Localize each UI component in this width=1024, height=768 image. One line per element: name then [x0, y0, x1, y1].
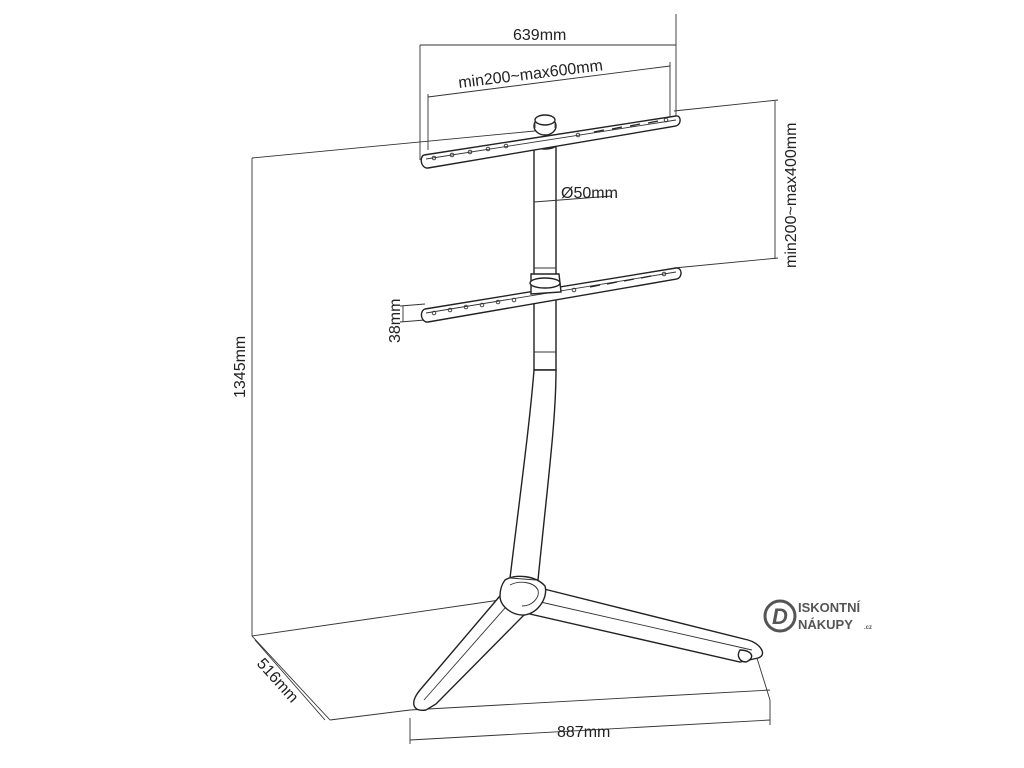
- vesa-horizontal-label: min200~max600mm: [457, 57, 603, 92]
- dimension-base-width: 887mm: [409, 700, 771, 744]
- dimension-bracket-width: 639mm: [419, 14, 677, 160]
- dimension-vesa-vertical: min200~max400mm: [673, 99, 800, 269]
- bracket-width-label: 639mm: [513, 27, 566, 44]
- pole: Ø50mm: [509, 140, 618, 581]
- perspective-envelope: [251, 129, 771, 721]
- dimension-total-height: 1345mm: [232, 336, 249, 398]
- arm-height-label: 38mm: [387, 299, 404, 343]
- total-height-label: 1345mm: [232, 336, 249, 398]
- lower-bracket: [420, 267, 682, 323]
- logo-line1: ISKONTNÍ: [798, 600, 861, 615]
- brand-logo: D ISKONTNÍ NÁKUPY .cz: [763, 599, 872, 633]
- logo-circle-icon: [763, 599, 797, 633]
- dimension-base-depth: 516mm: [253, 639, 326, 721]
- base-width-label: 887mm: [557, 724, 610, 741]
- base: [413, 575, 764, 711]
- top-bracket-holes: [431, 117, 669, 161]
- pole-diameter-label: Ø50mm: [561, 185, 618, 202]
- vesa-vertical-label: min200~max400mm: [783, 123, 800, 268]
- dimension-arm-height: 38mm: [387, 299, 426, 343]
- logo-initial: D: [772, 604, 788, 629]
- top-bracket: [420, 114, 681, 169]
- lower-bracket-holes: [431, 271, 667, 316]
- logo-line2: NÁKUPY: [798, 617, 853, 632]
- logo-suffix: .cz: [864, 625, 872, 631]
